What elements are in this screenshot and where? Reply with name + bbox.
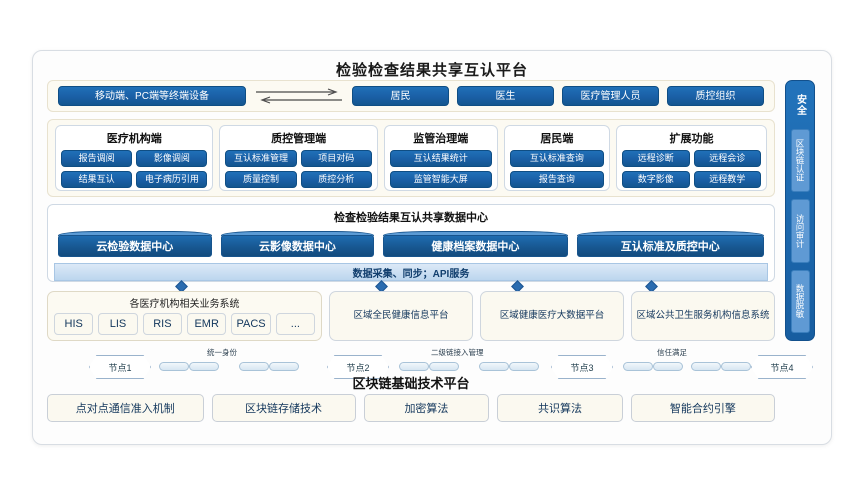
module-item[interactable]: 质量控制 [225, 171, 297, 188]
chain-node-4[interactable]: 节点4 [751, 355, 813, 379]
system-chip-emr[interactable]: EMR [187, 313, 227, 335]
role-pill-resident[interactable]: 居民 [352, 86, 449, 106]
module-item[interactable]: 远程会诊 [693, 150, 761, 167]
chain-link-icon [269, 362, 299, 371]
chain-link-icon [479, 362, 509, 371]
module-qc-management: 质控管理端 互认标准管理 项目对码 质量控制 质控分析 [219, 125, 378, 191]
module-title: 监管治理端 [413, 133, 469, 145]
system-box-bigdata-platform[interactable]: 区域健康医疗大数据平台 [480, 291, 625, 341]
role-pill-doctor[interactable]: 医生 [457, 86, 554, 106]
chain-link-icon [189, 362, 219, 371]
data-center-cylinder[interactable]: 云影像数据中心 [220, 231, 375, 257]
tech-p2p-access[interactable]: 点对点通信准入机制 [47, 394, 204, 422]
bidirectional-arrow-icon [254, 86, 344, 106]
system-chip-more[interactable]: ... [275, 313, 316, 335]
hospital-systems-group: 各医疗机构相关业务系统 HIS LIS RIS EMR PACS ... [47, 291, 323, 341]
chain-label-trust: 信任满足 [657, 348, 687, 357]
tech-encryption[interactable]: 加密算法 [363, 394, 490, 422]
module-item[interactable]: 电子病历引用 [136, 171, 208, 188]
blockchain-tech-row: 点对点通信准入机制 区块链存储技术 加密算法 共识算法 智能合约引擎 [47, 394, 775, 422]
chain-link-icon [623, 362, 653, 371]
page-title: 检验检查结果共享互认平台 [335, 62, 528, 79]
module-row: 医疗机构端 报告调阅 影像调阅 结果互认 电子病历引用 质控管理端 互认标准管理… [47, 119, 775, 197]
module-title: 医疗机构端 [106, 133, 162, 145]
chain-link-icon [429, 362, 459, 371]
security-sidebar: 安全 区块链认证 访问审计 数据脱敏 [785, 80, 815, 341]
module-item[interactable]: 远程教学 [693, 171, 761, 188]
tech-storage[interactable]: 区块链存储技术 [211, 394, 356, 422]
architecture-diagram: 检验检查结果共享互认平台 移动端、PC端等终端设备 居民 医生 医疗管理人员 质… [32, 50, 832, 445]
data-center-cylinder[interactable]: 云检验数据中心 [58, 231, 212, 257]
module-item[interactable]: 项目对码 [300, 150, 372, 167]
system-chip-pacs[interactable]: PACS [231, 313, 271, 335]
module-item[interactable]: 报告调阅 [61, 150, 133, 167]
data-center-title: 检查检验结果互认共享数据中心 [334, 212, 488, 224]
module-resident: 居民端 互认标准查询 报告查询 [503, 125, 610, 191]
security-item-access-audit[interactable]: 访问审计 [790, 199, 810, 263]
chain-link-icon [721, 362, 751, 371]
security-item-data-masking[interactable]: 数据脱敏 [790, 269, 810, 333]
module-item[interactable]: 报告查询 [509, 171, 604, 188]
system-chip-lis[interactable]: LIS [98, 313, 138, 335]
chain-link-icon [691, 362, 721, 371]
data-center-cylinder[interactable]: 健康档案数据中心 [383, 231, 568, 257]
security-sidebar-title: 安全 [794, 94, 806, 116]
role-pill-qc-org[interactable]: 质控组织 [667, 86, 764, 106]
module-item[interactable]: 互认结果统计 [389, 150, 492, 167]
module-title: 居民端 [540, 133, 574, 145]
terminal-row: 移动端、PC端等终端设备 居民 医生 医疗管理人员 质控组织 [47, 80, 775, 112]
module-title: 质控管理端 [271, 133, 327, 145]
role-pill-manager[interactable]: 医疗管理人员 [562, 86, 659, 106]
terminal-devices-pill[interactable]: 移动端、PC端等终端设备 [58, 86, 246, 106]
module-item[interactable]: 影像调阅 [136, 150, 208, 167]
system-box-public-health-system[interactable]: 区域公共卫生服务机构信息系统 [631, 291, 775, 341]
module-item[interactable]: 远程诊断 [622, 150, 690, 167]
chain-node-2[interactable]: 节点2 [327, 355, 389, 379]
chain-link-icon [509, 362, 539, 371]
module-supervision: 监管治理端 互认结果统计 监管智能大屏 [383, 125, 498, 191]
system-box-health-info-platform[interactable]: 区域全民健康信息平台 [329, 291, 474, 341]
chain-node-3[interactable]: 节点3 [551, 355, 613, 379]
tech-smart-contract[interactable]: 智能合约引擎 [630, 394, 775, 422]
module-item[interactable]: 互认标准查询 [509, 150, 604, 167]
module-extended-functions: 扩展功能 远程诊断 远程会诊 数字影像 远程教学 [616, 125, 767, 191]
chain-node-1[interactable]: 节点1 [89, 355, 151, 379]
chain-label-identity: 统一身份 [207, 348, 237, 357]
module-medical-institution: 医疗机构端 报告调阅 影像调阅 结果互认 电子病历引用 [55, 125, 214, 191]
system-chip-ris[interactable]: RIS [142, 313, 183, 335]
module-title: 扩展功能 [669, 133, 714, 145]
chain-link-icon [399, 362, 429, 371]
module-item[interactable]: 数字影像 [622, 171, 690, 188]
system-chip-his[interactable]: HIS [54, 313, 94, 335]
module-item[interactable]: 结果互认 [61, 171, 133, 188]
data-center-section: 检查检验结果互认共享数据中心 云检验数据中心 云影像数据中心 健康档案数据中心 … [47, 204, 775, 282]
module-item[interactable]: 质控分析 [300, 171, 372, 188]
data-center-cylinder[interactable]: 互认标准及质控中心 [576, 231, 765, 257]
api-service-bar: 数据采集、同步；API服务 [54, 263, 768, 281]
security-item-blockchain-auth[interactable]: 区块链认证 [790, 129, 810, 193]
blockchain-node-row: 节点1 节点2 节点3 节点4 统一身份 二级链接入管理 信任满足 区块链基础技… [39, 347, 813, 391]
hospital-systems-label: 各医疗机构相关业务系统 [129, 299, 240, 310]
chain-link-icon [159, 362, 189, 371]
chain-label-access: 二级链接入管理 [431, 348, 484, 357]
module-item[interactable]: 监管智能大屏 [389, 171, 492, 188]
tech-consensus[interactable]: 共识算法 [497, 394, 623, 422]
blockchain-platform-title: 区块链基础技术平台 [352, 376, 470, 391]
systems-row: 各医疗机构相关业务系统 HIS LIS RIS EMR PACS ... 区域全… [47, 291, 775, 341]
chain-link-icon [653, 362, 683, 371]
chain-link-icon [239, 362, 269, 371]
module-item[interactable]: 互认标准管理 [225, 150, 297, 167]
